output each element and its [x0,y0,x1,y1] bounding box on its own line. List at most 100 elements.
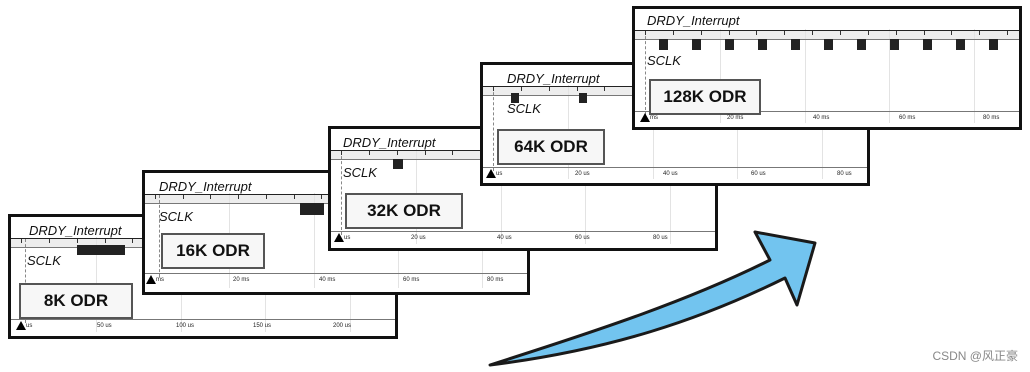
drdy-row-bg [635,31,1019,39]
axis-tick-label: 50 us [97,323,112,329]
signal-pulse [393,159,403,169]
signal-pulse [923,39,932,50]
signal-pulse [890,39,899,50]
top-tick [700,31,702,35]
signal-pulse [511,93,519,103]
axis-tick-label: 60 ms [403,277,420,283]
signal-pulse [758,39,767,50]
axis-line [145,273,527,274]
top-tick [645,31,646,35]
signal-pulse [77,245,125,255]
signal-pulse [579,93,587,103]
sclk-label: SCLK [507,101,541,116]
odr-label: 32K ODR [345,193,463,229]
start-marker-icon [334,233,344,242]
watermark: CSDN @风正豪 [932,349,1018,363]
gridline [313,193,315,288]
axis-tick-label: 80 us [837,171,852,177]
axis-line [635,111,1019,112]
axis-tick-label: 20 ms [727,115,744,121]
top-tick [396,151,398,155]
start-marker-icon [16,321,26,330]
top-tick [728,31,730,35]
top-tick [132,239,134,243]
top-tick [48,239,50,243]
signal-pulse [824,39,833,50]
gridline [804,29,806,123]
signal-pulse [725,39,734,50]
top-tick [923,31,925,35]
top-tick [21,239,22,243]
axis-tick-label: 200 us [333,323,352,329]
signal-pulse [857,39,866,50]
axis-line [331,231,715,232]
axis-tick-label: 100 us [176,323,195,329]
gridline [889,29,891,123]
axis-tick-label: 40 us [663,171,678,177]
top-tick [576,87,578,91]
top-tick [182,195,184,199]
top-tick [604,87,606,91]
axis-tick-label: 60 us [751,171,766,177]
top-tick [493,87,494,91]
top-tick [321,195,323,199]
sclk-label: SCLK [343,165,377,180]
top-tick [341,151,342,155]
signal-pulse [956,39,965,50]
axis-tick-label: 60 ms [899,115,916,121]
axis-tick-label: 80 ms [983,115,1000,121]
axis-line [11,319,395,320]
top-tick [867,31,869,35]
signal-pulse [692,39,701,50]
drdy-interrupt-label: DRDY_Interrupt [343,135,436,150]
top-tick [1007,31,1009,35]
top-tick [452,151,454,155]
axis-tick-label: 150 us [253,323,272,329]
start-marker-icon [640,113,650,122]
top-tick [155,195,156,199]
axis-tick-label: 20 us [411,235,426,241]
gridline [822,85,824,179]
axis-line [483,167,867,168]
top-tick [840,31,841,35]
drdy-interrupt-label: DRDY_Interrupt [507,71,600,86]
axis-tick-label: ms [156,277,164,283]
start-marker-icon [146,275,156,284]
axis-tick-label: us [26,323,33,329]
cursor-line [493,87,494,171]
odr-label: 128K ODR [649,79,761,115]
top-tick [979,31,981,35]
drdy-interrupt-label: DRDY_Interrupt [159,179,252,194]
top-tick [293,195,295,199]
sclk-label: SCLK [647,53,681,68]
axis-tick-label: 80 us [653,235,668,241]
axis-tick-label: 20 us [575,171,590,177]
drdy-interrupt-label: DRDY_Interrupt [29,223,122,238]
axis-tick-label: ms [650,115,658,121]
signal-pulse [659,39,668,50]
cursor-line [25,239,26,323]
signal-pulse [300,203,324,215]
axis-tick-label: 40 ms [813,115,830,121]
odr-label: 16K ODR [161,233,265,269]
odr-label: 64K ODR [497,129,605,165]
top-tick [812,31,814,35]
top-tick [368,151,370,155]
gridline [500,149,502,244]
axis-tick-label: 40 us [497,235,512,241]
gridline [670,149,672,244]
top-tick [104,239,106,243]
top-tick [784,31,786,35]
top-tick [238,195,240,199]
top-tick [548,87,550,91]
top-tick [895,31,897,35]
cursor-line [645,31,646,115]
start-marker-icon [486,169,496,178]
sclk-label: SCLK [159,209,193,224]
signal-pulse [791,39,800,50]
top-tick [520,87,522,91]
axis-tick-label: us [344,235,351,241]
